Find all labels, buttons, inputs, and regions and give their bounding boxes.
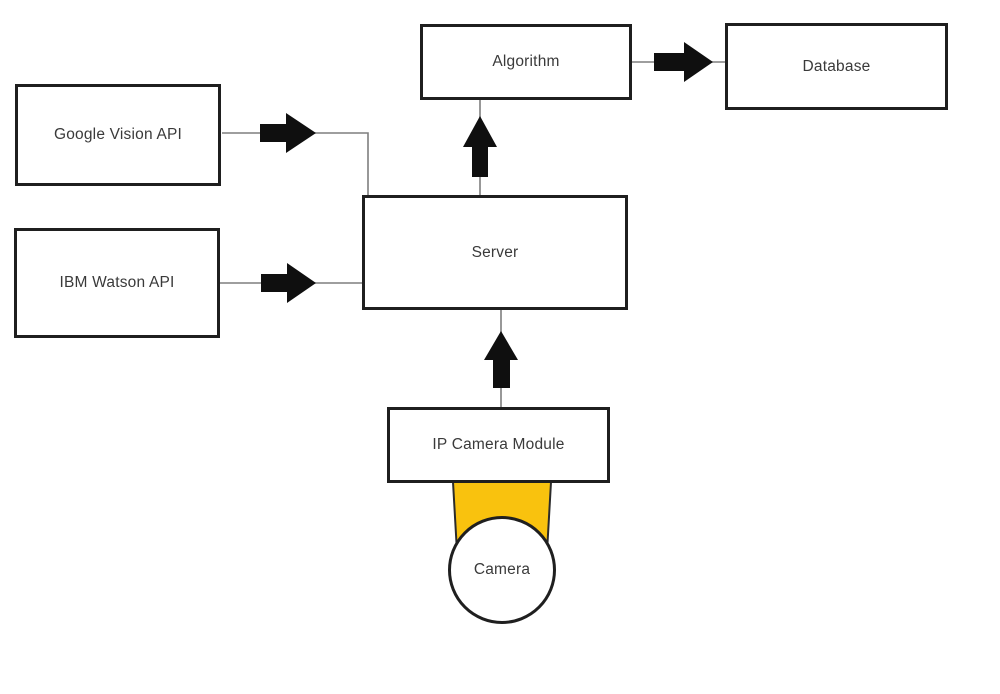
node-algorithm-label: Algorithm	[492, 53, 560, 70]
node-database-label: Database	[802, 57, 871, 75]
node-algorithm: Algorithm	[420, 24, 632, 100]
node-camera: Camera	[448, 516, 556, 624]
block-arrow-google-vision-to-server	[260, 113, 316, 153]
block-arrow-ip-camera-to-server	[484, 331, 518, 388]
node-google-vision-api-label: Google Vision API	[53, 126, 183, 143]
node-ip-camera-module: IP Camera Module	[387, 407, 610, 483]
node-server-label: Server	[471, 243, 519, 261]
node-ibm-watson-api: IBM Watson API	[14, 228, 220, 338]
block-arrow-algorithm-to-database	[654, 42, 713, 82]
node-camera-label: Camera	[473, 561, 531, 578]
node-database: Database	[725, 23, 948, 110]
node-ibm-watson-api-label: IBM Watson API	[59, 274, 175, 291]
block-arrow-ibm-watson-to-server	[261, 263, 316, 303]
node-google-vision-api: Google Vision API	[15, 84, 221, 186]
node-ip-camera-module-label: IP Camera Module	[432, 436, 565, 453]
block-arrow-server-to-algorithm	[463, 116, 497, 177]
node-server: Server	[362, 195, 628, 310]
